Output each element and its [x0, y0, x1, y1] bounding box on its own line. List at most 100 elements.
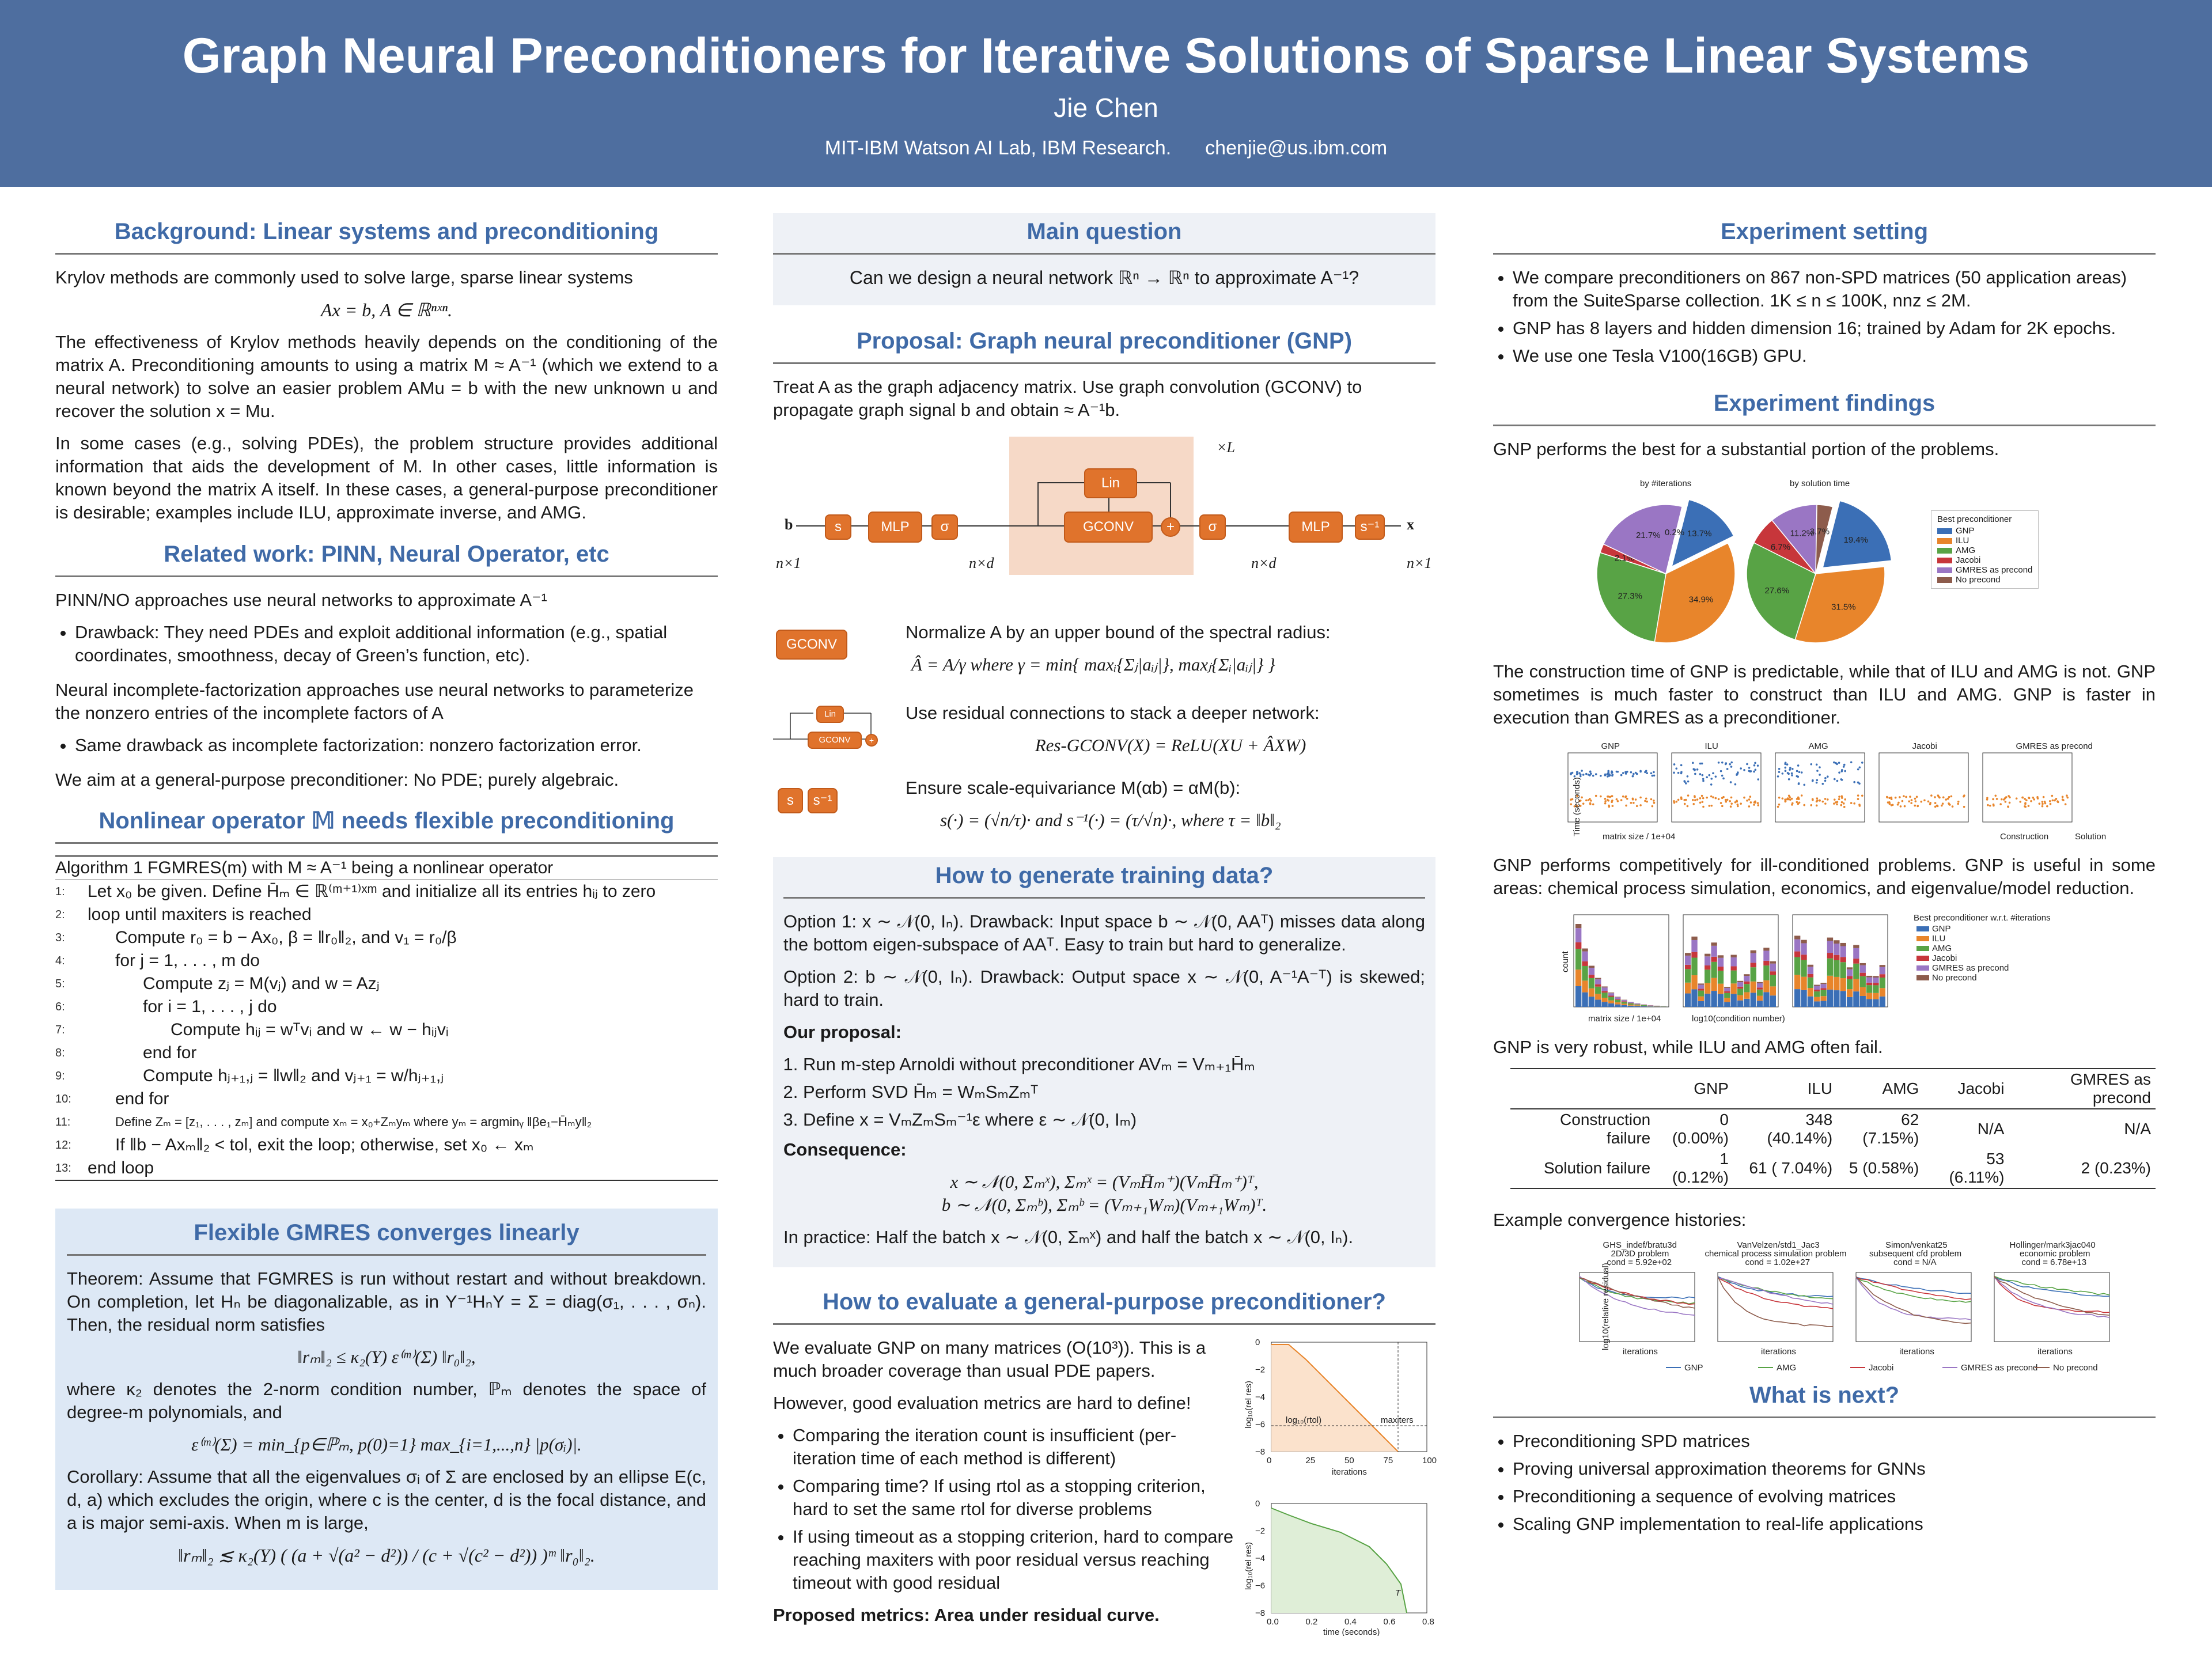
- legend-label: ILU: [1956, 536, 1969, 546]
- algorithm-line-text: If ‖b − Axₘ‖₂ < tol, exit the loop; othe…: [115, 1135, 534, 1154]
- scatter-point: [1573, 805, 1576, 808]
- scatter-point: [2033, 798, 2036, 801]
- y-tick-label: 0: [1255, 1499, 1260, 1509]
- histogram-bar: [1717, 994, 1724, 1007]
- y-tick-label: −2: [1255, 1365, 1265, 1375]
- convergence-frame: [1717, 1272, 1834, 1342]
- histogram-bar: [1615, 999, 1621, 1003]
- pie-chart-svg: by #iterations by solution time 13.7%34.…: [1596, 479, 1892, 643]
- algorithm-line-text: Define Zₘ = [z₁, . . . , zₘ] and compute…: [115, 1115, 592, 1129]
- histogram-bar: [1705, 993, 1711, 1007]
- y-tick-label: −6: [1255, 1581, 1265, 1591]
- scatter-point: [2054, 799, 2056, 802]
- histogram-bar: [1685, 982, 1691, 994]
- scatter-point: [1582, 802, 1585, 805]
- scatter-point: [1951, 805, 1954, 808]
- scatter-point: [1746, 763, 1748, 766]
- email: chenjie@us.ibm.com: [1205, 137, 1388, 159]
- findings-p4: GNP is very robust, while ILU and AMG of…: [1493, 1037, 1883, 1057]
- gconv-text: Normalize A by an upper bound of the spe…: [906, 622, 1331, 642]
- scatter-point: [1620, 774, 1623, 777]
- algorithm-line-number: 11:: [55, 1116, 71, 1128]
- scatter-point: [1675, 767, 1678, 770]
- histogram-bar: [1698, 983, 1705, 985]
- table-cell: 348 (40.14%): [1767, 1111, 1833, 1147]
- histogram-legend-label: GNP: [1932, 924, 1951, 934]
- evaluate-p1: We evaluate GNP on many matrices (O(10³)…: [773, 1338, 1206, 1381]
- histogram-bar: [1737, 995, 1744, 1001]
- algorithm-line-text: end loop: [88, 1158, 154, 1177]
- scatter-point: [1858, 766, 1861, 768]
- scatter-point: [2066, 796, 2069, 799]
- convergence-title: Simon/venkat25: [1885, 1241, 1948, 1250]
- histogram-bar: [1846, 976, 1853, 979]
- histogram-bar: [1724, 988, 1730, 991]
- y-tick-label: −4: [1255, 1392, 1265, 1402]
- scatter-point: [1910, 799, 1913, 801]
- scatter-point: [1692, 799, 1694, 801]
- scatter-point: [1609, 796, 1611, 798]
- evaluate-metric: Proposed metrics: Area under residual cu…: [773, 1605, 1160, 1625]
- convergence-curve: [1717, 1277, 1834, 1305]
- scatter-point: [1726, 768, 1729, 770]
- convergence-curve: [1579, 1275, 1695, 1316]
- histogram-bar: [1859, 976, 1866, 987]
- scatter-point: [1844, 770, 1846, 772]
- histogram-bar: [1711, 978, 1717, 991]
- x-tick-label: 0.0: [1267, 1617, 1279, 1627]
- scatter-point: [1899, 805, 1902, 808]
- scatter-title: Jacobi: [1912, 741, 1937, 751]
- scatter-point: [1622, 772, 1624, 774]
- histogram-bar: [1711, 945, 1717, 957]
- x-tick-label: 0.6: [1384, 1617, 1396, 1627]
- poster-header: Graph Neural Preconditioners for Iterati…: [0, 0, 2212, 187]
- scatter-point: [1934, 805, 1937, 808]
- scatter-point: [2049, 802, 2052, 805]
- histogram-bar: [1853, 979, 1859, 992]
- histogram-bar: [1724, 993, 1730, 998]
- scatter-point: [1840, 804, 1843, 806]
- scatter-point: [1730, 802, 1733, 805]
- column-middle: Main question Can we design a neural net…: [773, 213, 1437, 1659]
- gnp-architecture-diagram: ×L b s MLP σ Lin GCONV + σ MLP s⁻¹ x n×1…: [773, 431, 1435, 621]
- scatter-point: [1784, 800, 1787, 802]
- scatter-point: [1850, 761, 1853, 764]
- repeat-block-background: [1009, 437, 1194, 575]
- related-bullet-2: Same drawback as incomplete factorizatio…: [75, 734, 718, 757]
- scatter-point: [1651, 774, 1654, 777]
- scatter-point: [1789, 768, 1791, 771]
- scatter-point: [1803, 804, 1806, 806]
- histogram-bar: [1647, 1006, 1654, 1007]
- scatter-point: [1894, 796, 1897, 799]
- training-practice: In practice: Half the batch x ∼ 𝒩(0, Σₘˣ…: [783, 1227, 1354, 1247]
- histogram-bar: [1634, 1006, 1641, 1007]
- histogram-bar: [1801, 976, 1807, 990]
- histogram-bar: [1834, 955, 1840, 960]
- residual-icon-plus: +: [865, 734, 878, 747]
- affiliation: MIT-IBM Watson AI Lab, IBM Research.: [824, 137, 1172, 159]
- scatter-point: [2021, 796, 2024, 799]
- scatter-point: [1812, 798, 1814, 801]
- convergence-title: VanVelzen/std1_Jac3: [1737, 1241, 1820, 1250]
- scatter-point: [1853, 781, 1855, 783]
- histogram-bar: [1730, 994, 1737, 1007]
- histogram-bar: [1627, 1003, 1634, 1005]
- scatter-point: [1635, 805, 1638, 808]
- scatter-point: [1784, 762, 1787, 764]
- histogram-bar: [1724, 987, 1730, 988]
- main-question-text: Can we design a neural network ℝⁿ → ℝⁿ t…: [849, 267, 1359, 288]
- histogram-legend-label: AMG: [1932, 944, 1952, 953]
- scatter-point: [1706, 796, 1708, 799]
- histogram-bar: [1744, 992, 1750, 999]
- algorithm-line: 9:Compute hⱼ₊₁,ⱼ = ‖w‖₂ and vⱼ₊₁ = w/hⱼ₊…: [55, 1065, 718, 1088]
- scatter-point: [1963, 795, 1965, 798]
- histogram-legend-swatch: [1916, 946, 1929, 951]
- histogram-bar: [1711, 956, 1717, 962]
- algorithm-line: 10:end for: [55, 1088, 718, 1111]
- scatter-point: [1857, 768, 1859, 771]
- epsilon-equation: ε⁽ᵐ⁾(Σ) = min_{p∈ℙₘ, p(0)=1} max_{i=1,..…: [191, 1434, 582, 1455]
- related-list-2: Same drawback as incomplete factorizatio…: [55, 734, 718, 757]
- next-bullets: Preconditioning SPD matrices Proving uni…: [1493, 1430, 2156, 1536]
